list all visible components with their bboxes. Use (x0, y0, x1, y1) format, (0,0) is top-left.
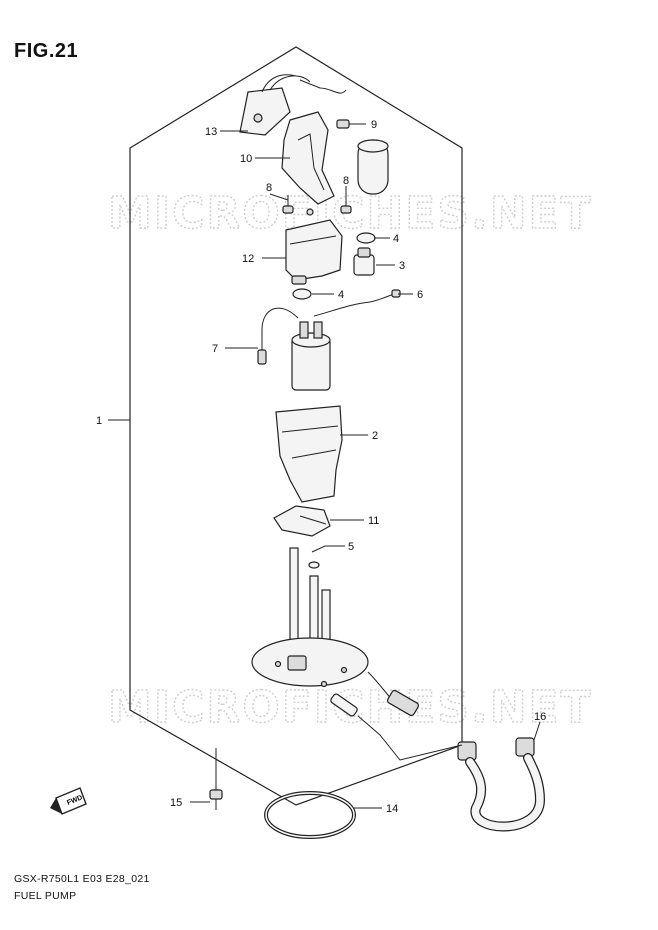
outlet-pipe (330, 693, 358, 717)
figure-title: FIG.21 (14, 40, 79, 62)
callout-8-right: 8 (343, 175, 349, 187)
fuel-hose-part-16 (457, 737, 546, 832)
pump-case-part-2 (275, 405, 343, 503)
callout-2: 2 (372, 430, 378, 442)
model-code: GSX-R750L1 E03 E28_021 (14, 873, 150, 885)
diagram-name: FUEL PUMP (14, 890, 77, 902)
bolt-part-15 (209, 748, 223, 810)
watermark-upper: MICROFICHES.NET (108, 188, 593, 239)
callout-4-upper: 4 (393, 233, 399, 245)
lead-wire-part-6 (313, 293, 395, 317)
callout-1: 1 (96, 415, 102, 427)
small-washer (306, 208, 314, 216)
filter-part-11 (273, 505, 331, 537)
callout-13: 13 (205, 126, 217, 138)
callout-16: 16 (534, 711, 546, 723)
callout-3: 3 (399, 260, 405, 272)
leader-lines (108, 123, 541, 809)
o-ring-part-4-upper (356, 232, 376, 244)
callout-14: 14 (386, 803, 398, 815)
callout-4-lower: 4 (338, 289, 344, 301)
clip-part-9 (336, 119, 350, 129)
callout-6: 6 (417, 289, 423, 301)
screw-part-8-left (282, 195, 294, 214)
harness-connector (367, 671, 419, 717)
callout-7: 7 (212, 343, 218, 355)
bracket-part-13 (239, 74, 347, 136)
callout-9: 9 (371, 119, 377, 131)
o-ring-part-4-lower (292, 288, 312, 300)
regulator-part-12 (285, 219, 343, 285)
wire-terminal-7 (257, 349, 267, 365)
callout-10: 10 (240, 153, 252, 165)
callout-8-left: 8 (266, 182, 272, 194)
gasket-highlight (265, 792, 355, 838)
holder-bracket-part-10 (281, 111, 335, 205)
filter-canister (357, 139, 389, 195)
base-plate (251, 637, 369, 688)
callout-11: 11 (368, 515, 379, 527)
lead-wire-part-7 (261, 307, 299, 350)
fuel-pump-motor (291, 321, 331, 391)
regulator-part-3 (353, 247, 375, 276)
callout-12: 12 (242, 253, 254, 265)
callout-5: 5 (348, 541, 354, 553)
fwd-arrow-icon: FWD (50, 787, 87, 815)
callout-15: 15 (170, 797, 182, 809)
seal-part-5 (308, 561, 320, 569)
screw-part-8-right (340, 195, 352, 214)
